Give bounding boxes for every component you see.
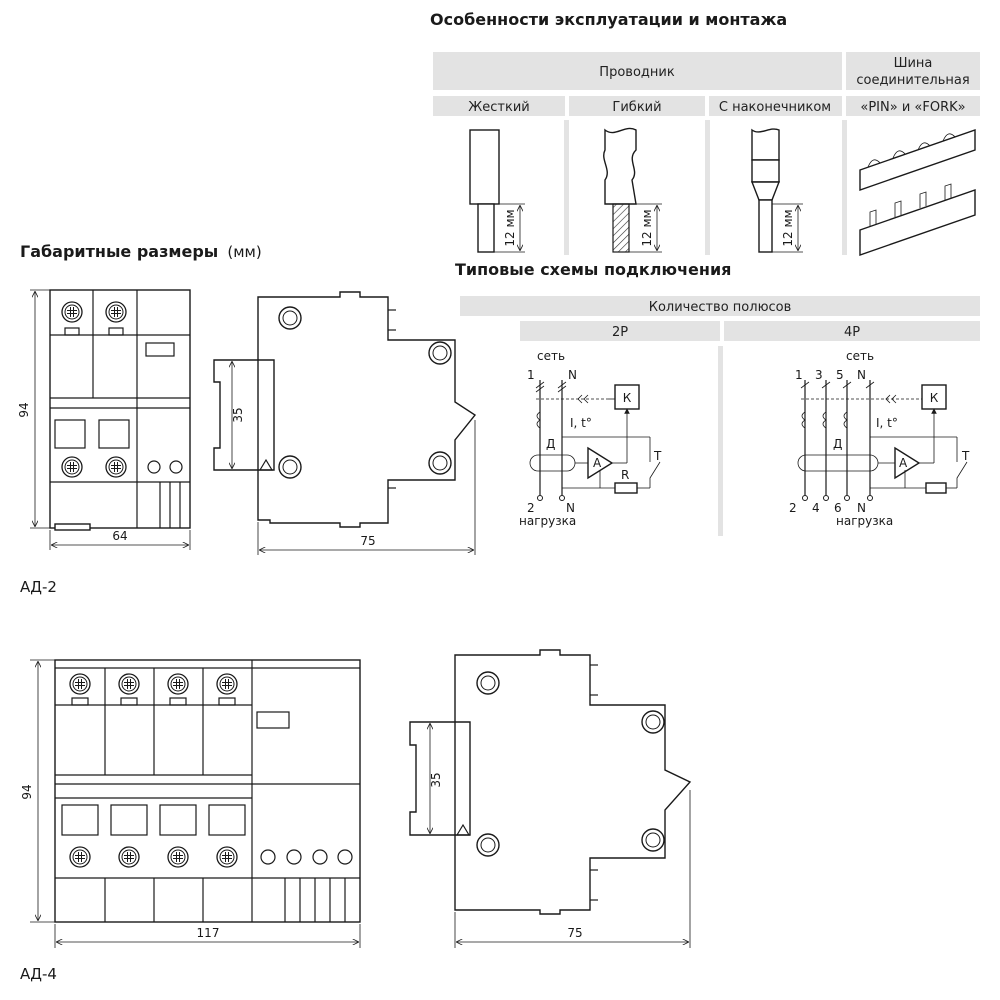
svg-text:К: К	[623, 391, 632, 405]
p4-header-bar	[724, 321, 980, 341]
col-busbar: «PIN» и «FORK»	[860, 100, 965, 115]
svg-text:А: А	[899, 456, 908, 470]
p4-wiring-diagram: сеть 1 3 5 N К I, t° Д А Т 2 4	[789, 349, 970, 528]
ad4-side-view	[409, 649, 692, 915]
svg-text:I, t°: I, t°	[876, 416, 898, 430]
svg-text:Д: Д	[546, 437, 555, 451]
ad2-height-dim: 94	[17, 402, 31, 417]
col-rigid-bar	[433, 96, 565, 116]
ad4-depth-dim: 75	[567, 926, 582, 940]
svg-text:R: R	[621, 468, 629, 482]
svg-text:Т: Т	[653, 449, 662, 463]
svg-text:6: 6	[834, 501, 842, 515]
col-ferrule: С наконечником	[719, 100, 831, 115]
svg-text:нагрузка: нагрузка	[519, 514, 576, 528]
svg-text:2: 2	[789, 501, 797, 515]
conductor-header: Проводник	[599, 65, 675, 80]
rigid-strip-length: 12 мм	[503, 209, 517, 246]
svg-text:Габаритные размеры (мм): Габаритные размеры (мм)	[20, 242, 262, 261]
svg-text:N: N	[568, 368, 577, 382]
col-flexible-bar	[569, 96, 705, 116]
ad4-height-dim: 94	[20, 784, 34, 799]
svg-text:N: N	[857, 501, 866, 515]
svg-text:1: 1	[527, 368, 535, 382]
svg-text:N: N	[857, 368, 866, 382]
poles-header-bar	[460, 296, 980, 316]
svg-text:3: 3	[815, 368, 823, 382]
svg-text:А: А	[593, 456, 602, 470]
ad2-rail-dim: 35	[231, 407, 245, 422]
schemes-title: Типовые схемы подключения	[455, 260, 731, 279]
svg-text:4: 4	[812, 501, 820, 515]
busbar-header-line2: соединительная	[856, 73, 969, 88]
conductor-header-bar	[433, 52, 842, 90]
ad2-depth-dim: 75	[360, 534, 375, 548]
flexible-conductor-icon: 12 мм	[603, 127, 662, 253]
busbar-header-line1: Шина	[894, 56, 933, 71]
svg-text:Т: Т	[961, 449, 970, 463]
ad2-width-dim: 64	[112, 529, 127, 543]
svg-text:1: 1	[795, 368, 803, 382]
ferrule-strip-length: 12 мм	[781, 209, 795, 246]
ad2-front-view	[49, 289, 191, 531]
poles-header: Количество полюсов	[649, 300, 792, 315]
ad4-front-view	[54, 659, 361, 923]
svg-text:2: 2	[527, 501, 535, 515]
svg-text:нагрузка: нагрузка	[836, 514, 893, 528]
rigid-conductor-icon: 12 мм	[469, 129, 525, 253]
ad2-side-view	[213, 291, 477, 528]
busbar-header-bar	[846, 52, 980, 90]
p2-header-bar	[520, 321, 720, 341]
col-flexible: Гибкий	[612, 100, 661, 115]
svg-text:Д: Д	[833, 437, 842, 451]
ad4-label: АД-4	[20, 965, 57, 983]
dimensions-unit: (мм)	[227, 243, 261, 261]
mounting-title: Особенности эксплуатации и монтажа	[430, 10, 787, 29]
col-rigid: Жесткий	[468, 100, 529, 115]
p2-header: 2P	[612, 325, 628, 340]
svg-text:I, t°: I, t°	[570, 416, 592, 430]
svg-text:N: N	[566, 501, 575, 515]
p4-header: 4P	[844, 325, 860, 340]
col-busbar-bar	[846, 96, 980, 116]
p2-wiring-diagram: сеть 1 N К I, t° Д А R Т 2 N на	[519, 349, 662, 528]
svg-text:К: К	[930, 391, 939, 405]
ferrule-conductor-icon: 12 мм	[750, 128, 803, 253]
fork-busbar-icon	[859, 183, 976, 256]
pin-busbar-icon	[859, 129, 976, 191]
svg-text:сеть: сеть	[846, 349, 874, 363]
ad4-rail-dim: 35	[429, 772, 443, 787]
col-ferrule-bar	[709, 96, 842, 116]
dimensions-title: Габаритные размеры	[20, 242, 218, 261]
flexible-strip-length: 12 мм	[640, 209, 654, 246]
ad4-width-dim: 117	[197, 926, 220, 940]
ad2-label: АД-2	[20, 578, 57, 596]
svg-text:сеть: сеть	[537, 349, 565, 363]
svg-text:5: 5	[836, 368, 844, 382]
